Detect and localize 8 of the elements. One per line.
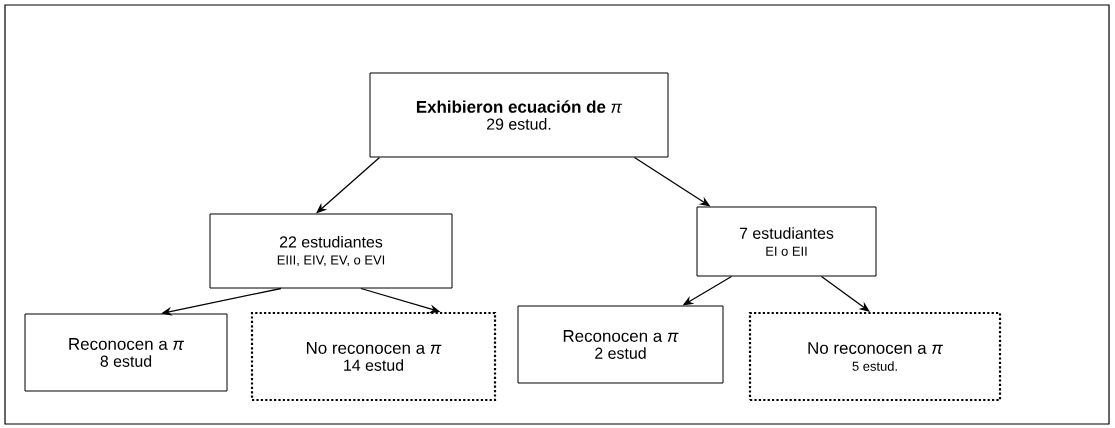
tree-box: No reconocen a π 5 estud.	[748, 311, 1002, 402]
tree-box: 22 estudiantes EIII, EIV, EV, o EVI	[209, 213, 453, 289]
tree-box: Reconocen a π 2 estud	[517, 305, 724, 384]
arrow	[820, 275, 870, 312]
tree-box: 7 estudiantes EI o EII	[696, 206, 877, 277]
tree-box: No reconocen a π 14 estud	[250, 311, 497, 402]
tree-box: Exhibieron ecuación de π 29 estud.	[369, 72, 669, 158]
tree-box: Reconocen a π 8 estud	[24, 313, 228, 392]
